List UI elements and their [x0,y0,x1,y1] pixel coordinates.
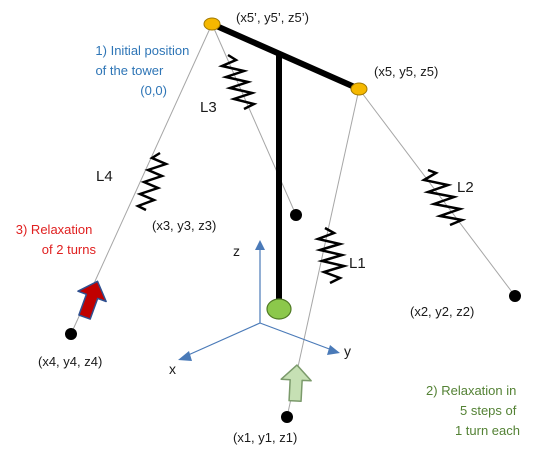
label-point-2: (x2, y2, z2) [410,304,474,319]
label-cable-l2: L2 [457,179,474,196]
anchor-point-4 [65,328,77,340]
node-top-right [350,82,368,96]
label-point-5: (x5, y5, z5) [374,64,438,79]
green-arrow-shape [280,364,312,403]
label-point-5-prime: (x5’, y5’, z5’) [236,10,309,25]
node-top-left [203,17,221,31]
red-arrow [77,280,107,320]
label-cable-l1: L1 [349,255,366,272]
tower-base [266,298,292,320]
spring-l4 [134,151,170,212]
axis-label-z: z [233,243,240,259]
anchor-point-3 [290,209,302,221]
note-initial-line-2: of the tower [95,63,164,78]
note-relax-steps-line-2: 5 steps of [460,403,517,418]
axis-x-arrowhead [178,351,192,361]
axis-z-arrowhead [255,240,265,250]
spring-l2 [420,168,467,227]
label-point-1: (x1, y1, z1) [233,430,297,445]
note-relax-steps-line-1: 2) Relaxation in [426,383,516,398]
axis-x-line [185,322,261,357]
red-arrow-shape [77,280,107,320]
label-point-4: (x4, y4, z4) [38,354,102,369]
coordinate-axes [178,240,340,361]
spring-l1 [313,226,349,285]
note-initial-line-1: 1) Initial position [95,43,189,58]
label-point-3: (x3, y3, z3) [152,218,216,233]
note-relax-steps-line-3: 1 turn each [455,423,520,438]
note-relax-turns-line-1: 3) Relaxation [16,222,93,237]
axis-y-line [259,322,333,351]
note-initial-position: 1) Initial position of the tower (0,0) [95,43,193,98]
note-relaxation-turns: 3) Relaxation of 2 turns [16,222,97,257]
cables [70,23,516,418]
axis-label-y: y [344,343,351,359]
cable-line-l1 [286,88,360,418]
springs [134,53,467,285]
axis-y-arrowhead [327,345,340,355]
note-relaxation-steps: 2) Relaxation in 5 steps of 1 turn each [426,383,520,438]
spring-l3 [217,53,258,111]
axis-label-x: x [169,361,176,377]
tower [209,21,362,320]
tower-crossbar [209,21,362,92]
anchor-point-2 [509,290,521,302]
label-cable-l3: L3 [200,99,217,116]
anchor-point-1 [281,411,293,423]
note-initial-line-3: (0,0) [140,83,167,98]
note-relax-turns-line-2: of 2 turns [42,242,97,257]
green-arrow [280,364,312,403]
label-cable-l4: L4 [96,168,113,185]
